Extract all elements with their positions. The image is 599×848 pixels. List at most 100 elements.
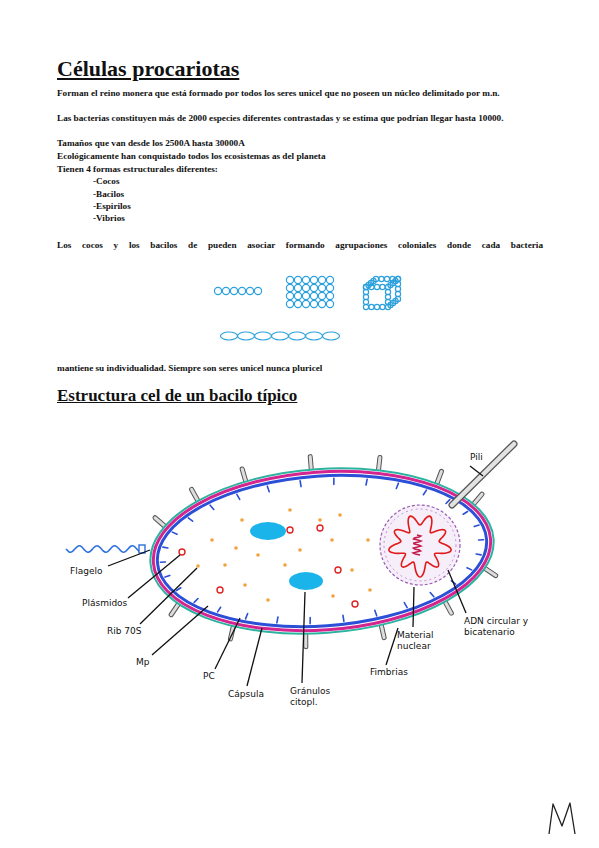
membrane-fold bbox=[299, 481, 302, 487]
membrane-fold bbox=[423, 490, 427, 495]
leader-line bbox=[386, 628, 398, 665]
coccus bbox=[388, 302, 393, 307]
ribosome bbox=[283, 563, 287, 567]
plasmid bbox=[217, 587, 223, 593]
coccus bbox=[384, 276, 389, 281]
leader-line bbox=[247, 628, 262, 686]
ribosome bbox=[366, 538, 370, 542]
list-item: -Vibrios bbox=[93, 213, 125, 223]
coccus bbox=[302, 292, 309, 299]
coccus bbox=[286, 284, 293, 291]
plasma-membrane bbox=[152, 465, 492, 638]
dna-coil bbox=[413, 535, 421, 555]
coccus bbox=[310, 300, 317, 307]
coccus bbox=[318, 284, 325, 291]
coccus bbox=[318, 292, 325, 299]
membrane-fold bbox=[366, 479, 368, 485]
coccus bbox=[246, 287, 253, 294]
coccus bbox=[286, 276, 293, 283]
circular-dna bbox=[389, 516, 451, 577]
membrane-fold bbox=[375, 610, 377, 616]
membrane-fold bbox=[160, 561, 165, 563]
leader-line bbox=[215, 618, 240, 669]
leader-line bbox=[448, 570, 466, 613]
coccus bbox=[379, 276, 384, 281]
paragraph: Ecológicamente han conquistado todos los… bbox=[57, 150, 543, 163]
ribosome bbox=[350, 568, 354, 572]
membrane-fold bbox=[245, 613, 248, 618]
part-label: Plásmidos bbox=[82, 598, 142, 609]
coccus bbox=[294, 276, 301, 283]
flagellum bbox=[66, 546, 140, 553]
leader-line bbox=[140, 568, 197, 624]
membrane-fold bbox=[217, 607, 221, 612]
ribosome bbox=[256, 553, 260, 557]
membrane-fold bbox=[237, 494, 240, 499]
coccus bbox=[374, 284, 379, 289]
bacillus bbox=[255, 332, 272, 340]
part-label: ADN circular y bicatenario bbox=[464, 616, 536, 638]
membrane-fold bbox=[163, 547, 168, 549]
list-item: -Cocos bbox=[93, 176, 120, 186]
coccus bbox=[326, 276, 333, 283]
leader-line bbox=[470, 466, 483, 476]
leader-line bbox=[302, 592, 305, 683]
leader-line bbox=[413, 587, 414, 627]
section-heading: Estructura cel de un bacilo típico bbox=[57, 386, 297, 406]
coccus bbox=[286, 292, 293, 299]
coccus bbox=[214, 287, 221, 294]
paragraph: Forman el reino monera que está formado … bbox=[57, 87, 543, 100]
bacillus bbox=[306, 332, 323, 340]
ribosome bbox=[223, 563, 227, 567]
coccus bbox=[310, 284, 317, 291]
membrane-fold bbox=[476, 554, 481, 556]
cell-wall bbox=[148, 460, 496, 641]
coccus bbox=[326, 284, 333, 291]
ribosome bbox=[331, 594, 335, 598]
nucleoid-region bbox=[380, 505, 460, 585]
part-label: Flagelo bbox=[70, 566, 130, 577]
bacillus bbox=[323, 332, 340, 340]
paragraph: Tienen 4 formas estructurales diferentes… bbox=[57, 163, 543, 176]
bacillus-cell bbox=[144, 444, 500, 657]
ribosome bbox=[196, 564, 200, 568]
ribosome bbox=[330, 538, 334, 542]
ribosome bbox=[266, 598, 270, 602]
bacillus bbox=[289, 332, 306, 340]
nucleoid-region bbox=[384, 509, 456, 581]
part-label: Mp bbox=[136, 657, 176, 668]
membrane-fold bbox=[342, 615, 345, 621]
coccus bbox=[388, 282, 393, 287]
leader-line bbox=[152, 606, 208, 655]
coccus bbox=[310, 292, 317, 299]
pilus bbox=[452, 444, 514, 505]
pilus bbox=[452, 444, 514, 505]
granule bbox=[250, 522, 286, 540]
membrane-fold bbox=[194, 599, 198, 603]
ribosome bbox=[240, 518, 244, 522]
coccus bbox=[326, 300, 333, 307]
part-label: Gránulos citopl. bbox=[290, 686, 334, 708]
plasmid bbox=[179, 549, 185, 555]
coccus bbox=[302, 300, 309, 307]
coccus bbox=[302, 284, 309, 291]
part-label: Pili bbox=[470, 452, 510, 463]
bacillus bbox=[221, 332, 238, 340]
coccus bbox=[222, 287, 229, 294]
coccus bbox=[254, 287, 261, 294]
coccus bbox=[310, 276, 317, 283]
part-label: Material nuclear bbox=[397, 630, 447, 652]
plasmid bbox=[335, 567, 341, 573]
coccus bbox=[318, 300, 325, 307]
ribosome bbox=[243, 583, 247, 587]
plasmid bbox=[352, 601, 358, 607]
coccus bbox=[380, 304, 385, 309]
membrane-fold bbox=[479, 539, 484, 541]
coccus bbox=[326, 292, 333, 299]
paragraph: mantiene su individualidad. Siempre son … bbox=[57, 362, 543, 375]
coccus bbox=[318, 276, 325, 283]
part-label: PC bbox=[203, 671, 243, 682]
bacillus bbox=[272, 332, 289, 340]
